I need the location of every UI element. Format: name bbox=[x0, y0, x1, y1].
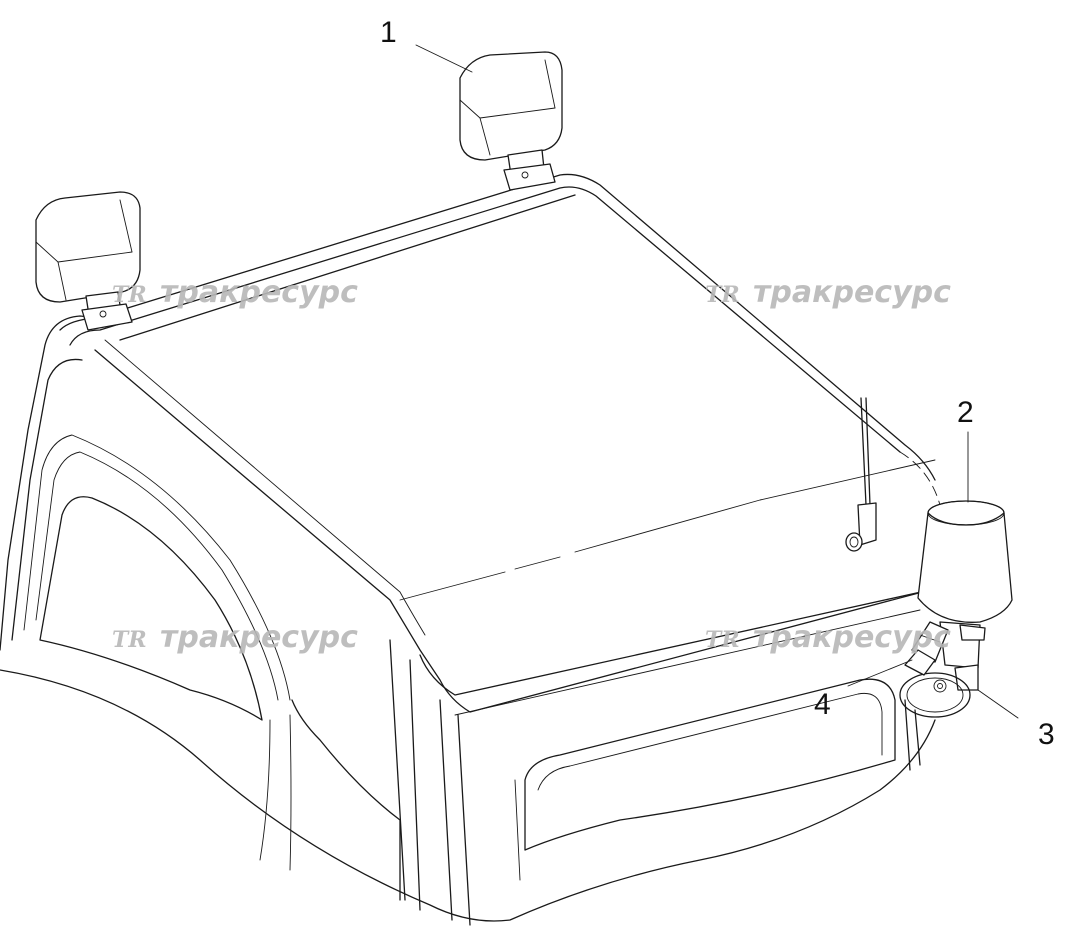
cab-body bbox=[0, 173, 941, 926]
watermark-top-left: TR тракресурс bbox=[112, 275, 358, 310]
beacon-assembly bbox=[899, 500, 1013, 718]
work-light-front bbox=[459, 51, 563, 191]
watermark-top-right: TR тракресурс bbox=[705, 275, 951, 310]
leader-lines bbox=[415, 44, 1019, 719]
callout-4: 4 bbox=[814, 688, 831, 721]
callout-1: 1 bbox=[380, 16, 397, 49]
work-light-left bbox=[35, 191, 141, 331]
watermark-logo-icon: TR bbox=[112, 282, 147, 308]
watermark-logo-icon: TR bbox=[705, 627, 740, 653]
watermark-text: тракресурс bbox=[160, 620, 358, 655]
leader-line-3 bbox=[977, 689, 1019, 719]
watermark-text: тракресурс bbox=[753, 275, 951, 310]
watermark-logo-icon: TR bbox=[705, 282, 740, 308]
watermark-bottom-left: TR тракресурс bbox=[112, 620, 358, 655]
watermark-logo-icon: TR bbox=[112, 627, 147, 653]
watermark-bottom-right: TR тракресурс bbox=[705, 620, 951, 655]
watermark-text: тракресурс bbox=[160, 275, 358, 310]
callouts: 1 2 3 4 bbox=[380, 16, 1055, 751]
leader-line-4 bbox=[847, 659, 913, 687]
antenna bbox=[845, 397, 877, 552]
callout-3: 3 bbox=[1038, 718, 1055, 751]
callout-2: 2 bbox=[957, 396, 974, 429]
leader-line-1 bbox=[415, 44, 473, 73]
watermark-text: тракресурс bbox=[753, 620, 951, 655]
watermarks: TR тракресурс TR тракресурс TR тракресур… bbox=[112, 275, 951, 655]
